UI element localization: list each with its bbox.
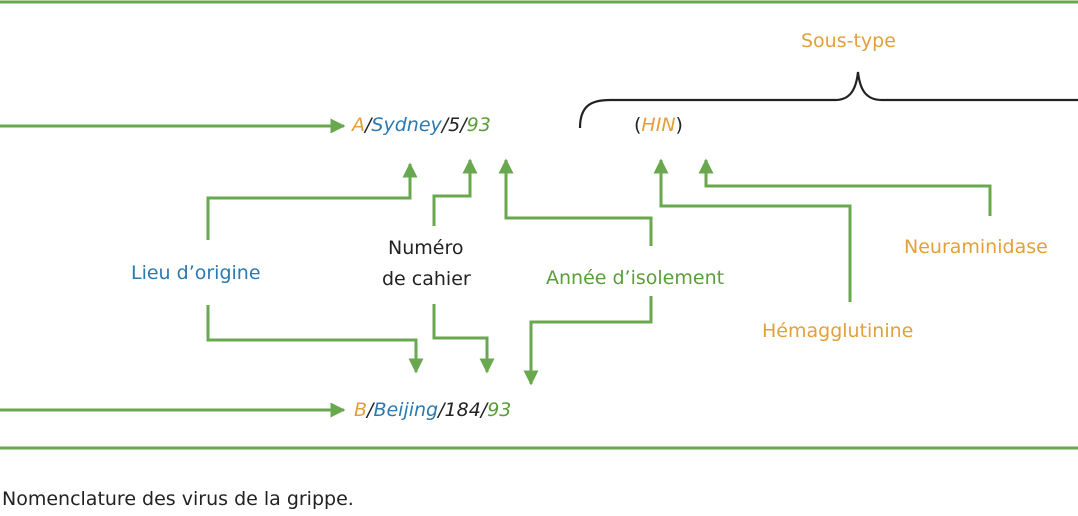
strain-b-place: Beijing [373, 399, 438, 421]
numero-cahier-label-line2: de cahier [382, 268, 471, 290]
sous-type-label: Sous-type [801, 30, 896, 52]
arrow-neuraminidase [698, 158, 992, 216]
strain-b-type: B [354, 399, 367, 421]
arrow-hemagglutinine [653, 158, 852, 302]
strain-a-place: Sydney [371, 114, 442, 136]
strain-a-year: 93 [467, 114, 491, 136]
arrow-numero-up [432, 158, 478, 226]
subtype-code: (HIN) [634, 114, 683, 136]
arrow-lieu-up [206, 162, 418, 240]
arrow-annee-up [498, 158, 653, 246]
lieu-origine-label: Lieu d’origine [131, 262, 261, 284]
arrow-lieu-down [206, 305, 424, 374]
strain-a-number: 5 [448, 114, 460, 136]
hemagglutinine-label: Hémagglutinine [762, 320, 914, 342]
strain-b-number: 184 [445, 399, 481, 421]
strain-b: B/Beijing/184/93 [354, 399, 511, 421]
strain-a-type: A [350, 114, 365, 136]
arrow-numero-down [432, 304, 495, 374]
annee-isolement-label: Année d’isolement [546, 267, 725, 289]
subtype-brace [578, 71, 1078, 129]
subtype-code-value: HIN [641, 114, 675, 136]
neuraminidase-label: Neuraminidase [904, 236, 1048, 258]
figure-caption: Nomenclature des virus de la grippe. [2, 488, 354, 510]
arrow-annee-down [523, 296, 653, 386]
strain-a: A/Sydney/5/93 [350, 114, 491, 136]
strain-b-year: 93 [487, 399, 511, 421]
numero-cahier-label-line1: Numéro [388, 237, 464, 259]
